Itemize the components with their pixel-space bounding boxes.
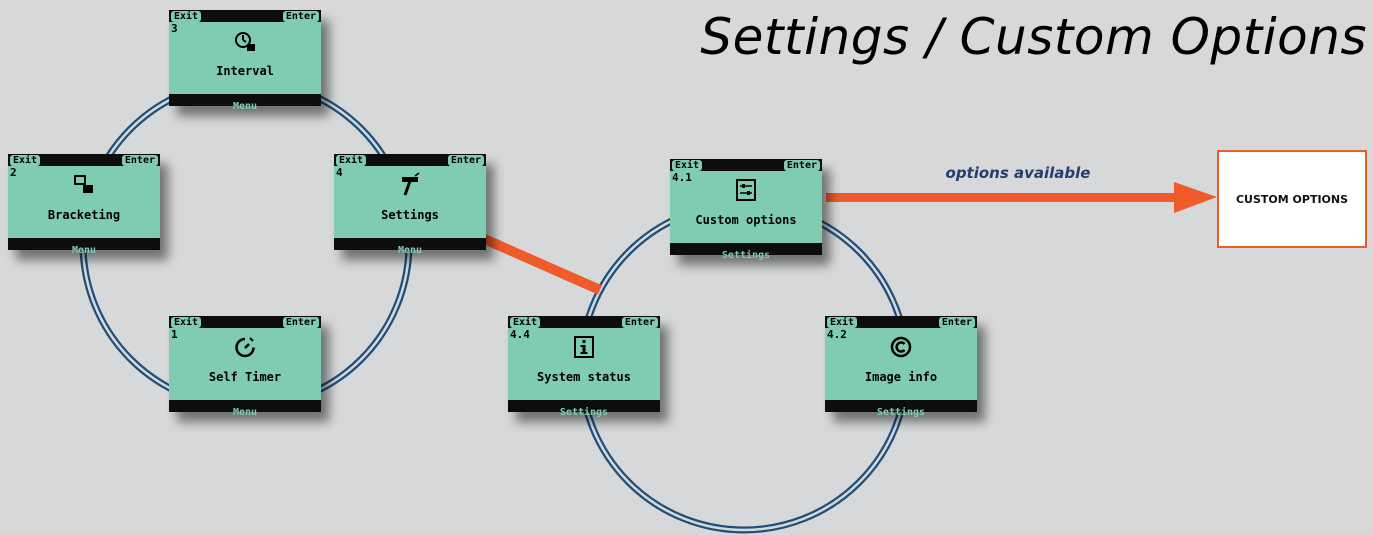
- options-arrow-head: [1174, 182, 1217, 213]
- screen-interval[interactable]: Exit Enter 3 Interval Menu: [169, 10, 321, 112]
- enter-softkey[interactable]: Enter: [938, 316, 975, 328]
- menu-number: 3: [171, 22, 178, 35]
- menu-number: 4: [336, 166, 343, 179]
- screen-bracketing[interactable]: Exit Enter 2 Bracketing Menu: [8, 154, 160, 256]
- screen-footer: Menu: [232, 407, 258, 418]
- menu-number: 4.1: [672, 171, 692, 184]
- menu-number: 1: [171, 328, 178, 341]
- enter-softkey[interactable]: Enter: [447, 154, 484, 166]
- exit-softkey[interactable]: Exit: [672, 159, 703, 171]
- screen-image-info[interactable]: Exit Enter 4.2 Image info Settings: [825, 316, 977, 418]
- screen-footer: Menu: [232, 101, 258, 112]
- enter-softkey[interactable]: Enter: [282, 316, 319, 328]
- screen-footer: Settings: [559, 407, 609, 418]
- screen-footer: Menu: [397, 245, 423, 256]
- exit-softkey[interactable]: Exit: [10, 154, 41, 166]
- exit-softkey[interactable]: Exit: [510, 316, 541, 328]
- enter-softkey[interactable]: Enter: [621, 316, 658, 328]
- screen-footer: Settings: [876, 407, 926, 418]
- screen-label: Image info: [864, 370, 938, 384]
- exit-softkey[interactable]: Exit: [827, 316, 858, 328]
- stopwatch-icon: [169, 334, 321, 362]
- options-available-label: options available: [945, 164, 1091, 182]
- exit-softkey[interactable]: Exit: [171, 316, 202, 328]
- settings-to-submenu-connector: [479, 233, 603, 295]
- interval-timer-icon: [169, 28, 321, 56]
- screen-footer: Menu: [71, 245, 97, 256]
- options-arrow-shaft: [826, 193, 1182, 202]
- exit-softkey[interactable]: Exit: [336, 154, 367, 166]
- menu-number: 4.2: [827, 328, 847, 341]
- custom-options-box: CUSTOM OPTIONS: [1217, 150, 1367, 248]
- screen-label: Bracketing: [47, 208, 121, 222]
- page-title: Settings / Custom Options: [700, 8, 1367, 66]
- exit-softkey[interactable]: Exit: [171, 10, 202, 22]
- screen-label: Interval: [216, 64, 274, 78]
- screen-footer: Settings: [721, 250, 771, 261]
- bracketing-icon: [8, 172, 160, 200]
- screen-label: Custom options: [695, 213, 797, 227]
- screen-label: Settings: [381, 208, 439, 222]
- hammer-icon: [334, 172, 486, 200]
- sliders-icon: [670, 177, 822, 205]
- copyright-icon: [825, 334, 977, 362]
- enter-softkey[interactable]: Enter: [783, 159, 820, 171]
- screen-self-timer[interactable]: Exit Enter 1 Self Timer Menu: [169, 316, 321, 418]
- enter-softkey[interactable]: Enter: [282, 10, 319, 22]
- screen-label: Self Timer: [208, 370, 282, 384]
- screen-custom-options[interactable]: Exit Enter 4.1 Custom options Settings: [670, 159, 822, 261]
- info-icon: [508, 334, 660, 362]
- enter-softkey[interactable]: Enter: [121, 154, 158, 166]
- menu-number: 4.4: [510, 328, 530, 341]
- screen-label: System status: [537, 370, 631, 384]
- screen-system-status[interactable]: Exit Enter 4.4 System status Settings: [508, 316, 660, 418]
- menu-number: 2: [10, 166, 17, 179]
- screen-settings[interactable]: Exit Enter 4 Settings Menu: [334, 154, 486, 256]
